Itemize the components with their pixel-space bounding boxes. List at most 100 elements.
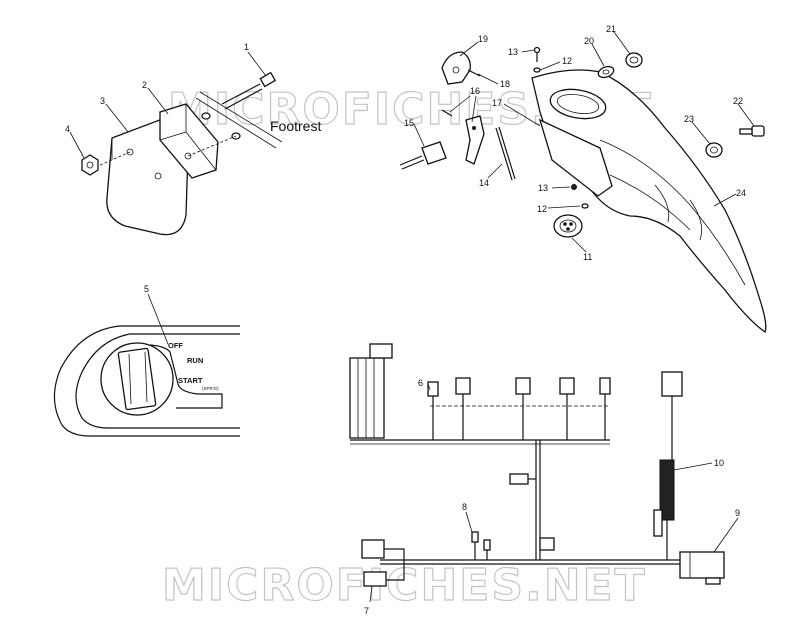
callout-12-top: 12: [562, 56, 572, 66]
leader-19: [459, 41, 479, 57]
switch-off-label: OFF: [168, 341, 183, 350]
washer-20-hole: [602, 69, 610, 75]
leader-12-top: [539, 61, 561, 71]
callout-6: 6: [418, 378, 423, 388]
callout-4: 4: [65, 124, 70, 134]
leader-10: [673, 462, 713, 471]
connector-7-lower: [363, 571, 387, 587]
leader-24: [713, 193, 737, 207]
leader-7: [369, 585, 373, 603]
screw-lower-head: [571, 184, 577, 190]
socket-pin-3: [566, 227, 570, 231]
footrest-line-1: [199, 91, 283, 143]
callout-11: 11: [583, 252, 592, 262]
console-body: [531, 69, 767, 333]
connector-top-right: [661, 371, 683, 397]
washer-12-top: [533, 67, 541, 73]
leader-22: [737, 103, 755, 127]
nut-21: [625, 52, 643, 68]
gauge-inner: [556, 94, 600, 114]
socket-pin-2: [569, 222, 573, 226]
rod-14: [495, 127, 513, 181]
footrest-label: Footrest: [270, 118, 321, 134]
branch-plug-c: [559, 377, 575, 395]
footrest-assembly: Footrest: [81, 71, 321, 236]
lead-8-a: [471, 531, 479, 543]
console-contour-3: [654, 184, 703, 241]
plate-hole-1: [126, 148, 134, 156]
key-head: [751, 125, 765, 137]
callout-3: 3: [100, 96, 105, 106]
leader-9: [713, 517, 739, 553]
leader-21: [613, 31, 631, 55]
connector-7-upper: [361, 539, 385, 559]
nut-hole: [86, 161, 94, 169]
callout-1: 1: [244, 42, 249, 52]
socket-11: [553, 214, 583, 238]
callout-23: 23: [684, 114, 694, 124]
callout-5: 5: [144, 284, 149, 294]
leader-17: [503, 103, 541, 127]
callout-19: 19: [478, 34, 488, 44]
console-contour-1: [599, 139, 746, 286]
console-bracket: [538, 118, 613, 197]
bracket-16: [465, 115, 485, 165]
connector-15-wire: [399, 155, 423, 166]
callout-13-top: 13: [508, 47, 518, 57]
leader-14: [487, 163, 503, 179]
connector-15-wire-2: [401, 159, 425, 170]
leader-16-b: [471, 95, 477, 123]
leader-4: [69, 131, 85, 159]
callout-2: 2: [142, 80, 147, 90]
connector-15: [421, 141, 447, 165]
inline-connector: [509, 473, 529, 485]
leader-1: [247, 51, 267, 77]
switch-run-label: RUN: [187, 356, 203, 365]
knob-ridge-1: [128, 353, 132, 405]
screw-top-head: [533, 46, 541, 54]
connector-7-loop: [384, 548, 405, 581]
gauge-opening: [549, 88, 607, 120]
leader-13-top: [521, 49, 535, 53]
callout-17: 17: [492, 98, 502, 108]
switch-spring-label: (SPR'G): [202, 386, 219, 391]
pin-16: [441, 109, 453, 117]
plate-hole-2: [154, 172, 162, 180]
leader-lines: [69, 31, 755, 603]
bolt-shank: [221, 83, 261, 105]
harness-block-left: [349, 357, 385, 439]
leader-5: [147, 293, 169, 345]
nut-21-hole: [629, 56, 639, 64]
switch-label-plate: [149, 344, 223, 409]
callout-22: 22: [733, 96, 743, 106]
console-assembly: [399, 46, 767, 333]
wiring-harness: [349, 343, 725, 587]
rod-14-b: [498, 126, 516, 180]
callout-18: 18: [500, 79, 510, 89]
branch-plug-a: [455, 377, 471, 395]
leader-6: [427, 383, 431, 391]
grommet-23: [705, 142, 723, 158]
callout-7: 7: [364, 606, 369, 616]
callout-16: 16: [470, 86, 480, 96]
callout-13-lower: 13: [538, 183, 548, 193]
leader-23: [691, 121, 711, 145]
leader-18: [477, 73, 499, 85]
callout-numbers: 1 2 3 4 5 6 7 8 9 10 11 12 12 13 13 14 1…: [65, 24, 746, 616]
axis-nut: [99, 151, 131, 166]
washer-upper: [201, 112, 211, 120]
switch-start-label: START: [178, 376, 203, 385]
branch-plug-b: [515, 377, 531, 395]
nut: [81, 154, 99, 176]
leader-20: [591, 43, 605, 67]
watermark-bottom: MICROFICHES.NET: [162, 560, 647, 611]
branch-plug-d: [599, 377, 611, 395]
washer-12-lower: [581, 203, 589, 209]
clip-hole: [452, 66, 460, 74]
knob-ridge-2: [144, 351, 148, 403]
leader-11: [571, 237, 587, 253]
clip-bracket: [441, 51, 471, 85]
clip-screw: [467, 69, 481, 77]
key-blade: [739, 128, 753, 135]
harness-plug-top: [369, 343, 393, 359]
